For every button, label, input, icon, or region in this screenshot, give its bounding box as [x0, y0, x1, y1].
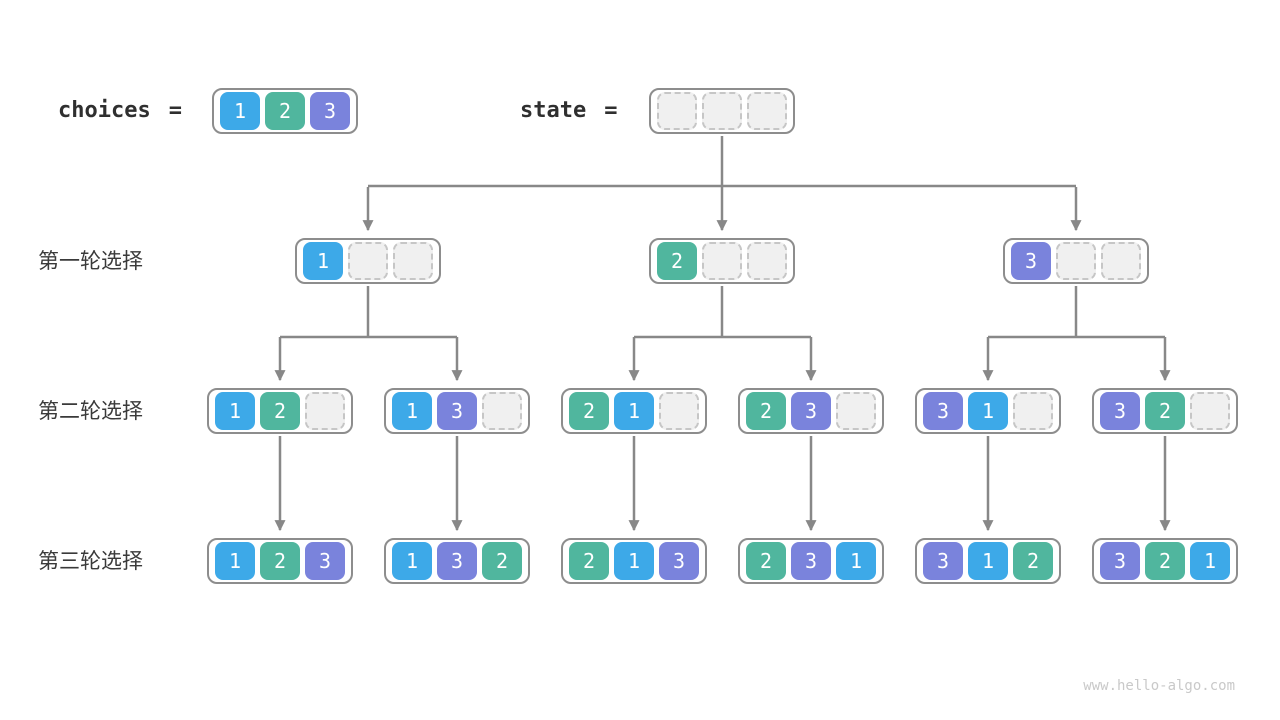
value-cell: 3: [310, 92, 350, 130]
value-cell: 1: [220, 92, 260, 130]
empty-cell: [702, 242, 742, 280]
round-2-label: 第二轮选择: [38, 399, 143, 423]
empty-cell: [305, 392, 345, 430]
value-cell: 2: [1145, 392, 1185, 430]
state-node-r1-3: 3: [1003, 238, 1149, 284]
value-cell: 3: [437, 392, 477, 430]
empty-cell: [747, 242, 787, 280]
empty-cell: [1101, 242, 1141, 280]
value-cell: 2: [1013, 542, 1053, 580]
round-3-label: 第三轮选择: [38, 549, 143, 573]
state-label: state =: [520, 88, 617, 134]
value-cell: 3: [791, 542, 831, 580]
empty-cell: [657, 92, 697, 130]
value-cell: 2: [569, 542, 609, 580]
value-cell: 1: [392, 542, 432, 580]
value-cell: 3: [1100, 542, 1140, 580]
value-cell: 3: [791, 392, 831, 430]
value-cell: 3: [923, 542, 963, 580]
value-cell: 3: [305, 542, 345, 580]
watermark: www.hello-algo.com: [1083, 678, 1235, 694]
value-cell: 1: [215, 542, 255, 580]
round-1-label: 第一轮选择: [38, 249, 143, 273]
state-label-text: state: [520, 98, 587, 123]
value-cell: 3: [437, 542, 477, 580]
value-cell: 2: [260, 392, 300, 430]
value-cell: 2: [569, 392, 609, 430]
value-cell: 3: [923, 392, 963, 430]
value-cell: 1: [614, 392, 654, 430]
empty-cell: [1190, 392, 1230, 430]
empty-cell: [702, 92, 742, 130]
value-cell: 3: [1100, 392, 1140, 430]
value-cell: 2: [657, 242, 697, 280]
value-cell: 2: [482, 542, 522, 580]
empty-cell: [659, 392, 699, 430]
value-cell: 2: [260, 542, 300, 580]
empty-cell: [836, 392, 876, 430]
value-cell: 1: [614, 542, 654, 580]
choices-equals-sign: =: [168, 98, 182, 123]
value-cell: 1: [303, 242, 343, 280]
value-cell: 2: [746, 542, 786, 580]
empty-cell: [747, 92, 787, 130]
value-cell: 1: [215, 392, 255, 430]
value-cell: 1: [968, 392, 1008, 430]
empty-cell: [348, 242, 388, 280]
value-cell: 3: [1011, 242, 1051, 280]
state-node-r1-1: 1: [295, 238, 441, 284]
state-array-box: [649, 88, 795, 134]
value-cell: 1: [836, 542, 876, 580]
value-cell: 1: [392, 392, 432, 430]
value-cell: 2: [265, 92, 305, 130]
value-cell: 1: [968, 542, 1008, 580]
empty-cell: [393, 242, 433, 280]
state-equals-sign: =: [604, 98, 618, 123]
empty-cell: [1013, 392, 1053, 430]
value-cell: 2: [746, 392, 786, 430]
empty-cell: [482, 392, 522, 430]
choices-label: choices =: [58, 88, 182, 134]
choices-label-text: choices: [58, 98, 151, 123]
value-cell: 1: [1190, 542, 1230, 580]
value-cell: 2: [1145, 542, 1185, 580]
empty-cell: [1056, 242, 1096, 280]
value-cell: 3: [659, 542, 699, 580]
state-node-r1-2: 2: [649, 238, 795, 284]
